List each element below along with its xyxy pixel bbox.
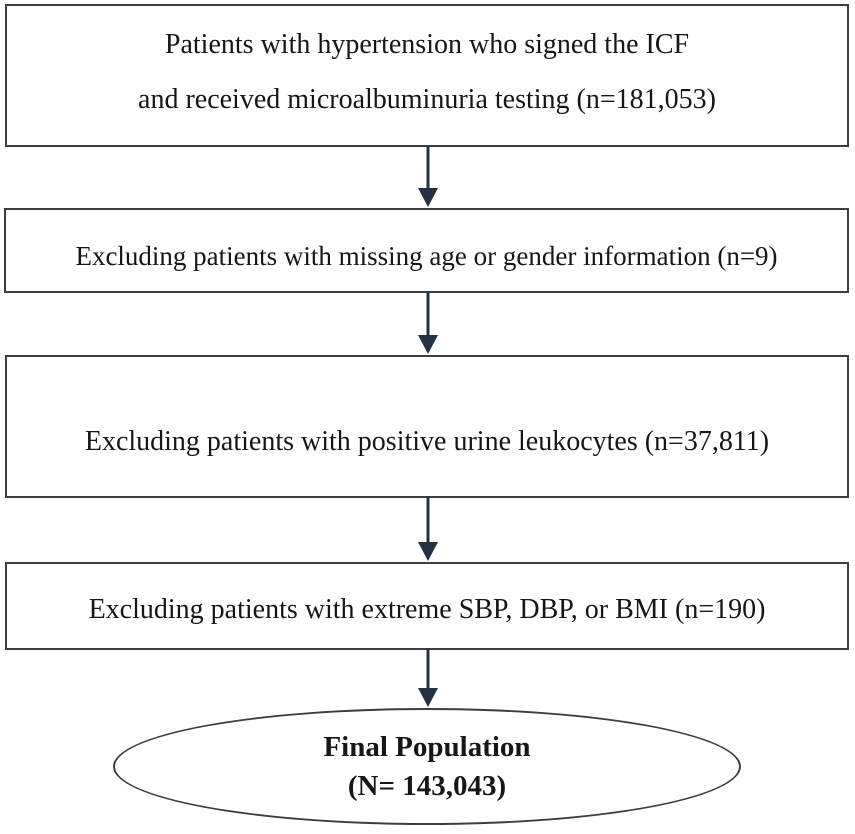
flow-terminal-text-line: Final Population: [323, 731, 531, 763]
flow-box-initial-population: Patients with hypertension who signed th…: [5, 4, 849, 147]
flow-box-text-line: Excluding patients with missing age or g…: [75, 240, 778, 271]
flow-box-exclusion-positive-urine-leukocytes: Excluding patients with positive urine l…: [5, 355, 849, 498]
flow-terminal-text-line: (N= 143,043): [347, 770, 507, 802]
flow-terminal-final-population: Final Population (N= 143,043): [113, 708, 741, 825]
flow-box-exclusion-extreme-sbp-dbp-bmi: Excluding patients with extreme SBP, DBP…: [5, 562, 849, 650]
down-arrow-icon: [418, 497, 438, 561]
flow-box-text-line: Excluding patients with positive urine l…: [84, 425, 770, 457]
down-arrow-icon: [418, 649, 438, 707]
flow-box-exclusion-missing-age-gender: Excluding patients with missing age or g…: [4, 208, 849, 293]
flow-box-text-line: and received microalbuminuria testing (n…: [138, 84, 716, 115]
flow-box-text-line: Excluding patients with extreme SBP, DBP…: [88, 594, 766, 625]
down-arrow-icon: [418, 146, 438, 207]
down-arrow-icon: [418, 292, 438, 354]
flow-box-text-line: Patients with hypertension who signed th…: [164, 29, 690, 60]
